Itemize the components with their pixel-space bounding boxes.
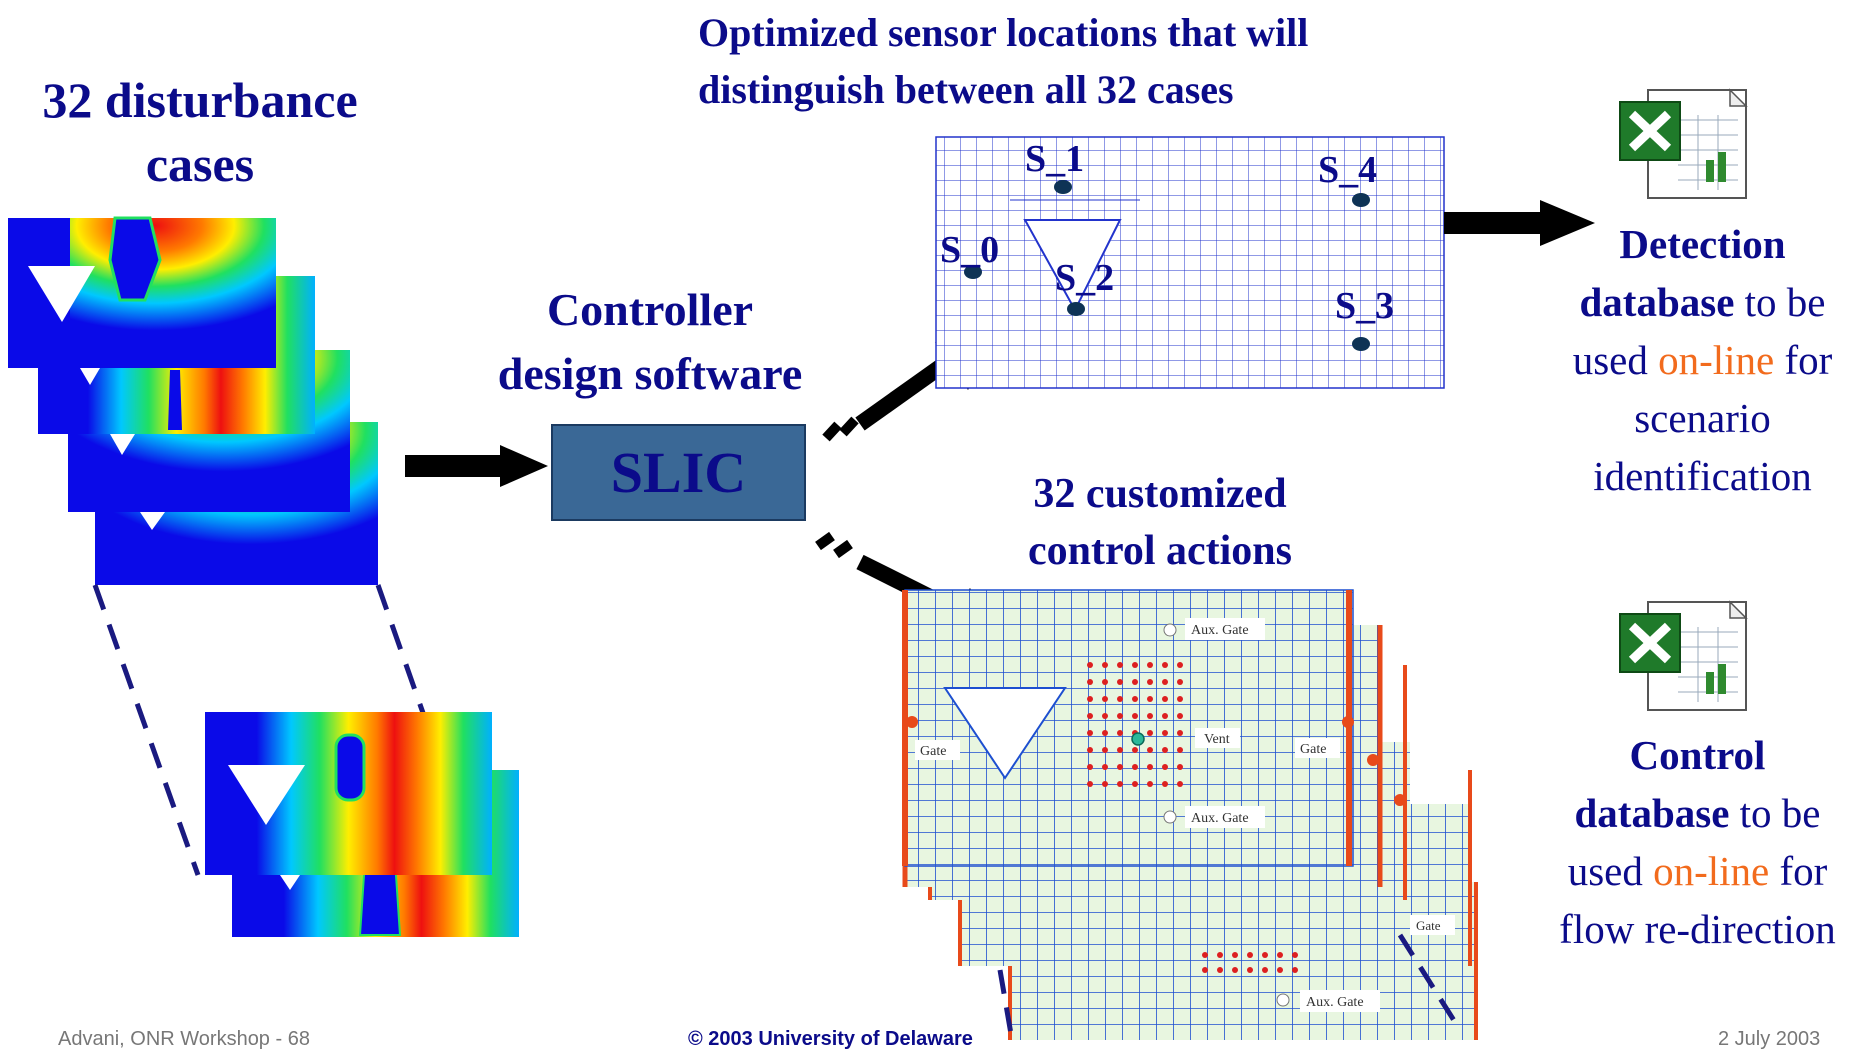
control-db-line4: flow re-direction	[1559, 906, 1836, 952]
control-db-line3b: for	[1769, 848, 1828, 894]
sensor-label-s3: S_3	[1335, 285, 1395, 327]
detection-db-line1: Detection	[1619, 221, 1786, 267]
detection-db-line5: identification	[1593, 453, 1812, 499]
detection-db-bold: database	[1579, 279, 1735, 325]
slic-software-box[interactable]: SLIC	[551, 424, 806, 521]
sensor-title-line1: Optimized sensor locations that will	[698, 10, 1309, 55]
arrow-cases-to-slic	[405, 445, 548, 487]
vent-dot-grid	[1087, 662, 1298, 973]
sensor-label-s0: S_0	[940, 229, 1000, 271]
detection-db-line3b: for	[1774, 337, 1833, 383]
detection-db-online: on-line	[1658, 337, 1775, 383]
control-title-line1: 32 customized	[1033, 471, 1287, 517]
footer-copyright: © 2003 University of Delaware	[688, 1028, 973, 1050]
control-zoom-line-left	[997, 969, 1015, 1041]
control-database-text: Control database to be used on-line for …	[1520, 726, 1860, 958]
aux-gate-label-top: Aux. Gate	[1191, 623, 1249, 638]
sensor-markers	[964, 180, 1370, 351]
sensor-title-line2: distinguish between all 32 cases	[698, 67, 1234, 112]
excel-icon-control	[1619, 600, 1748, 711]
aux-gate-label-back: Aux. Gate	[1306, 995, 1364, 1010]
disturbance-title-line1: 32 disturbance	[42, 72, 358, 128]
control-db-line1: Control	[1629, 732, 1766, 778]
sensor-label-s4: S_4	[1318, 149, 1378, 191]
control-mesh-stack: Aux. Gate Aux. Gate Aux. Gate Vent Gate …	[902, 589, 1478, 1040]
sensor-dot-s4	[1352, 193, 1370, 207]
zoom-line-left	[92, 584, 201, 876]
control-zoom-line-right	[1397, 933, 1463, 1032]
detection-db-line3a: used	[1572, 337, 1659, 383]
disturbance-cases-title: 32 disturbance cases	[5, 68, 395, 196]
zoomed-case-plot	[205, 712, 519, 937]
gate-label-left: Gate	[920, 744, 946, 759]
arrow-sensors-to-detection-db	[1444, 200, 1595, 246]
control-db-bold: database	[1574, 790, 1730, 836]
control-db-line2: to be	[1729, 790, 1821, 836]
control-actions-title: 32 customized control actions	[980, 466, 1340, 580]
footer-left: Advani, ONR Workshop - 68	[58, 1028, 310, 1050]
aux-gate-label-bottom: Aux. Gate	[1191, 811, 1249, 826]
sensor-dot-s1	[1054, 180, 1072, 194]
vent-label: Vent	[1204, 732, 1230, 747]
disturbance-title-line2: cases	[145, 136, 255, 192]
sensor-dot-s2	[1067, 302, 1085, 316]
excel-icon-detection	[1619, 88, 1748, 199]
detection-database-text: Detection database to be used on-line fo…	[1530, 215, 1860, 505]
gate-label-right: Gate	[1300, 742, 1326, 757]
control-db-online: on-line	[1653, 848, 1770, 894]
sensor-label-s1: S_1	[1025, 138, 1085, 180]
control-db-line3a: used	[1567, 848, 1654, 894]
footer-date: 2 July 2003	[1718, 1028, 1821, 1050]
sensor-dot-s0	[964, 265, 982, 279]
gate-label-back: Gate	[1416, 918, 1441, 933]
controller-label-line2: design software	[497, 348, 803, 399]
sensor-locations-title: Optimized sensor locations that will dis…	[698, 4, 1458, 118]
control-title-line2: control actions	[1027, 528, 1293, 574]
controller-label-line1: Controller	[546, 284, 754, 335]
sensor-label-s2: S_2	[1055, 257, 1115, 299]
sensor-dot-s3	[1352, 337, 1370, 351]
disturbance-case-stack	[8, 216, 378, 585]
detection-db-line4: scenario	[1634, 395, 1771, 441]
case-plot-1	[8, 216, 276, 368]
detection-db-line2: to be	[1734, 279, 1826, 325]
controller-design-label: Controller design software	[460, 278, 840, 406]
slic-label: SLIC	[610, 440, 747, 505]
